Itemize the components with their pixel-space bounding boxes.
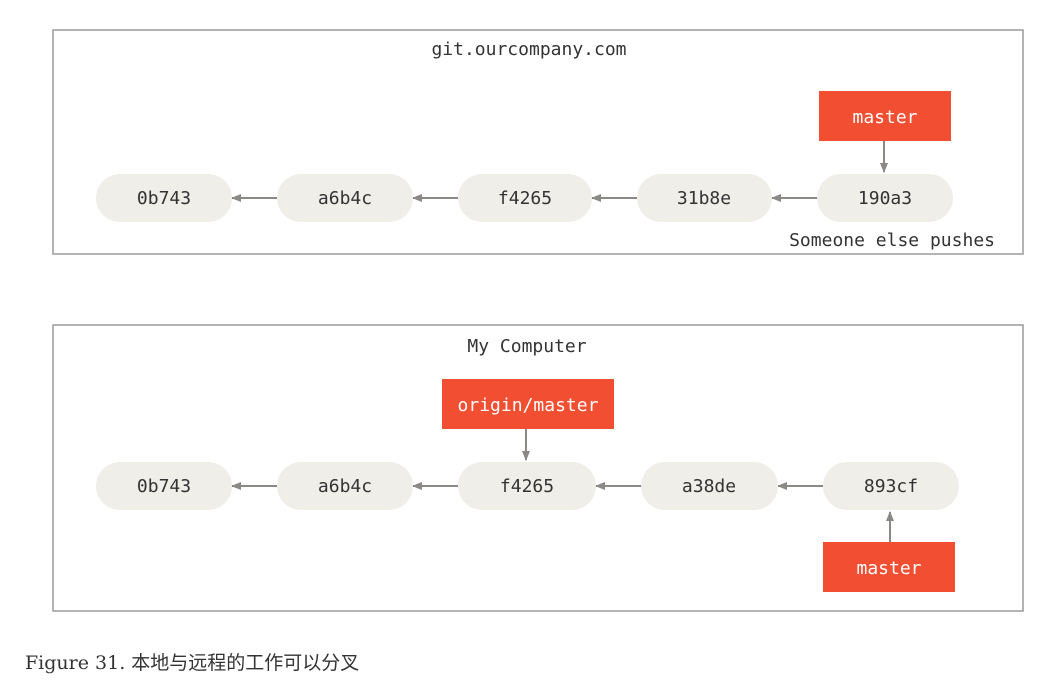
commit-node: a38de [641, 462, 778, 510]
commit-node: 31b8e [637, 174, 772, 222]
commit-hash: 31b8e [677, 188, 731, 209]
commit-node: a6b4c [277, 174, 413, 222]
commit-hash: a38de [682, 476, 736, 497]
branch-name: master [856, 558, 921, 579]
figure-caption: Figure 31. 本地与远程的工作可以分叉 [25, 652, 360, 674]
branch-label-master: master [819, 91, 951, 141]
branch-name: origin/master [458, 395, 599, 416]
branch-label-master: master [823, 542, 955, 592]
local-panel: My Computer origin/master 0b743 a6b4c f4… [52, 324, 1024, 612]
commit-hash: a6b4c [318, 476, 372, 497]
commit-node: 0b743 [96, 462, 232, 510]
commit-hash: 893cf [864, 476, 918, 497]
local-title: My Computer [467, 336, 586, 357]
commit-node: 0b743 [96, 174, 232, 222]
commit-hash: a6b4c [318, 188, 372, 209]
remote-note: Someone else pushes [789, 230, 995, 251]
branch-label-origin-master: origin/master [442, 379, 614, 429]
commit-hash: 190a3 [858, 188, 912, 209]
commit-node: f4265 [458, 174, 592, 222]
git-diagram: git.ourcompany.com 0b743 a6b4c f4265 31b… [52, 29, 1024, 612]
commit-node: 893cf [823, 462, 959, 510]
commit-node: a6b4c [277, 462, 413, 510]
branch-name: master [852, 107, 917, 128]
commit-hash: 0b743 [137, 188, 191, 209]
commit-hash: f4265 [498, 188, 552, 209]
commit-hash: f4265 [500, 476, 554, 497]
commit-node: 190a3 [817, 174, 953, 222]
remote-panel: git.ourcompany.com 0b743 a6b4c f4265 31b… [52, 29, 1024, 255]
commit-hash: 0b743 [137, 476, 191, 497]
commit-node: f4265 [458, 462, 596, 510]
remote-title: git.ourcompany.com [431, 39, 626, 60]
